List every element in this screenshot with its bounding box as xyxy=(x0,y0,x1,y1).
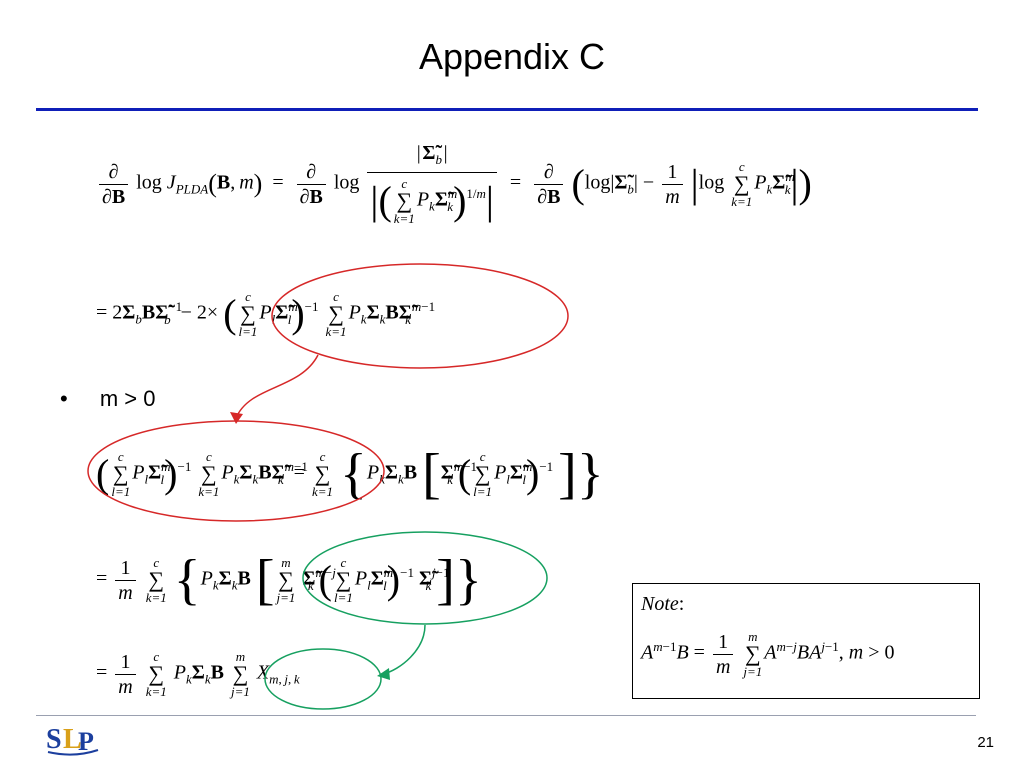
red-arrowhead xyxy=(230,412,243,424)
slp-logo: S L P xyxy=(46,722,102,761)
slide-title: Appendix C xyxy=(418,36,606,77)
bullet-symbol: • xyxy=(60,386,68,411)
page-number: 21 xyxy=(977,734,994,751)
green-arrow xyxy=(382,624,426,675)
title-underline xyxy=(36,108,978,111)
svg-text:S: S xyxy=(46,724,62,755)
note-label: Note: xyxy=(641,593,685,615)
svg-text:L: L xyxy=(63,724,82,755)
bullet-text: m > 0 xyxy=(99,386,156,411)
footer-rule xyxy=(36,715,976,716)
red-arrow xyxy=(235,354,319,419)
bullet-condition: • m > 0 xyxy=(60,386,155,412)
green-arrowhead xyxy=(377,668,390,680)
svg-text:P: P xyxy=(78,727,94,756)
equation-1: ∂∂B log JPLDA(B, m) = ∂∂B log | Σ̃b | |(… xyxy=(96,143,812,225)
